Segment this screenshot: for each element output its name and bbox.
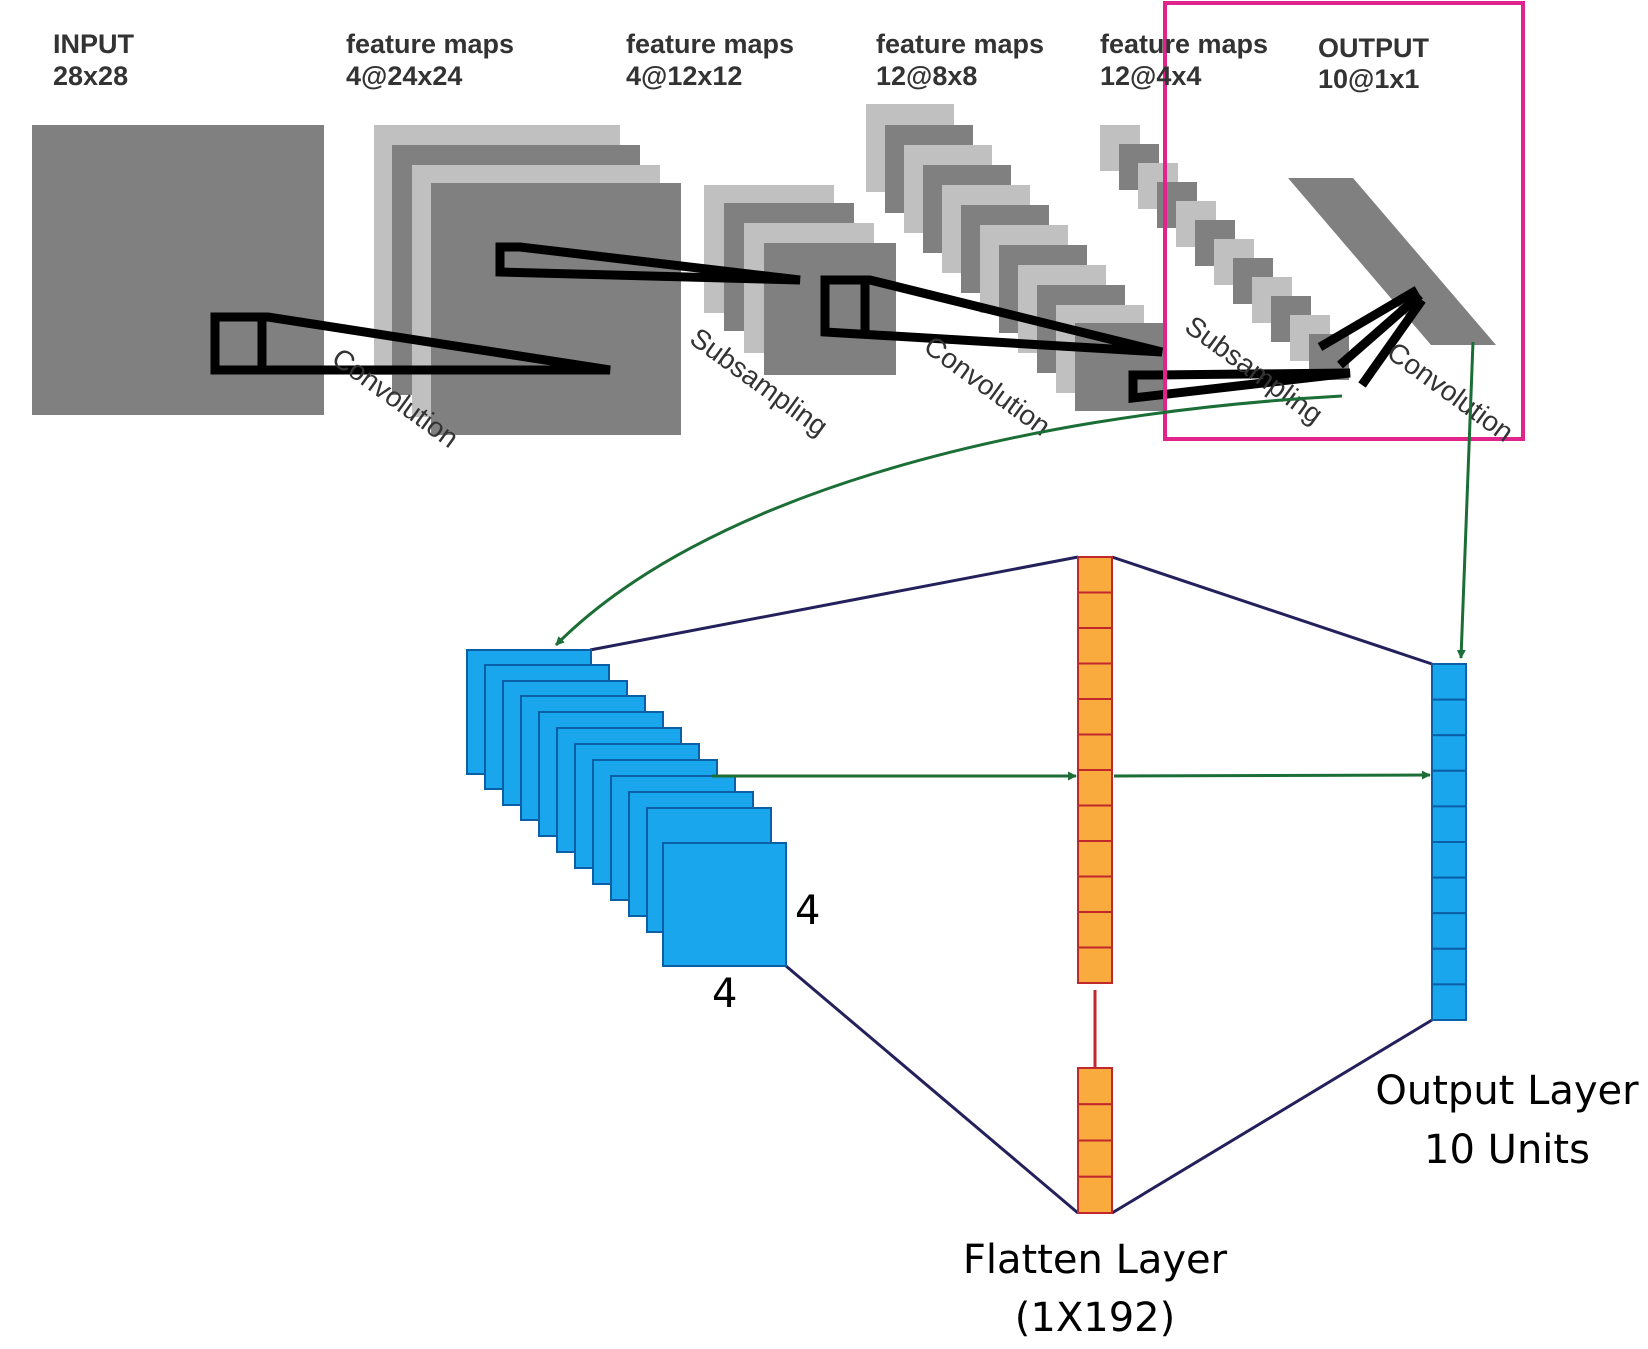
flatten-cell bbox=[1077, 1139, 1113, 1178]
label-fm1-title: feature maps bbox=[346, 29, 514, 59]
stack-sub1 bbox=[704, 185, 896, 375]
output-cell bbox=[1431, 876, 1467, 915]
output-units: 10 Units bbox=[1424, 1127, 1590, 1173]
flatten-cell bbox=[1077, 591, 1113, 629]
flatten-size: (1X192) bbox=[1015, 1295, 1175, 1341]
label-input-size: 28x28 bbox=[53, 61, 128, 91]
output-cell bbox=[1431, 912, 1467, 950]
flatten-cell bbox=[1077, 627, 1113, 665]
flatten-cell bbox=[1077, 769, 1113, 807]
flatten-cell bbox=[1077, 733, 1113, 771]
label-fm4-size: 12@4x4 bbox=[1100, 61, 1201, 91]
output-cell bbox=[1431, 769, 1467, 808]
flatten-caption: Flatten Layer (1X192) bbox=[963, 1237, 1228, 1341]
flatten-cell bbox=[1077, 840, 1113, 878]
output-cell bbox=[1431, 698, 1467, 737]
label-input-title: INPUT bbox=[53, 29, 135, 59]
label-fm3-title: feature maps bbox=[876, 29, 1044, 59]
label-fm2-size: 4@12x12 bbox=[626, 61, 742, 91]
conv-wedges bbox=[210, 242, 1426, 404]
flatten-cell bbox=[1077, 1103, 1113, 1142]
top-labels: INPUT 28x28 feature maps 4@24x24 feature… bbox=[53, 29, 1430, 94]
output-cell bbox=[1431, 841, 1467, 879]
connector-lines bbox=[589, 555, 1433, 1215]
op-convolution-3: Convolution bbox=[1381, 336, 1519, 448]
label-fm2-title: feature maps bbox=[626, 29, 794, 59]
output-cell bbox=[1431, 983, 1467, 1022]
flatten-cell bbox=[1077, 1067, 1113, 1106]
output-title: Output Layer bbox=[1375, 1068, 1639, 1114]
flatten-cell bbox=[1077, 1175, 1113, 1214]
output-cell bbox=[1431, 663, 1467, 701]
highlight-box bbox=[1163, 1, 1525, 441]
output-cell bbox=[1431, 947, 1467, 986]
flatten-cell bbox=[1077, 804, 1113, 842]
flatten-cell bbox=[1077, 911, 1113, 949]
dim-height-label: 4 bbox=[795, 888, 820, 934]
stack-sub2 bbox=[1100, 125, 1349, 380]
flatten-cell bbox=[1077, 698, 1113, 736]
output-strip bbox=[1288, 178, 1496, 345]
output-layer[interactable] bbox=[1431, 663, 1467, 1022]
blue-feature-stack[interactable] bbox=[466, 649, 787, 967]
flatten-title: Flatten Layer bbox=[963, 1237, 1228, 1283]
flatten-cell bbox=[1077, 875, 1113, 913]
flatten-cell bbox=[1077, 662, 1113, 700]
flatten-cell bbox=[1077, 946, 1113, 984]
flatten-layer[interactable] bbox=[1077, 556, 1113, 1214]
label-fm3-size: 12@8x8 bbox=[876, 61, 977, 91]
dim-width-label: 4 bbox=[712, 971, 737, 1017]
label-output-title: OUTPUT bbox=[1318, 33, 1430, 63]
output-cell bbox=[1431, 734, 1467, 772]
output-cell bbox=[1431, 805, 1467, 844]
label-fm1-size: 4@24x24 bbox=[346, 61, 462, 91]
label-fm4-title: feature maps bbox=[1100, 29, 1268, 59]
label-output-size: 10@1x1 bbox=[1318, 64, 1419, 94]
output-caption: Output Layer 10 Units bbox=[1375, 1068, 1639, 1173]
flatten-cell bbox=[1077, 556, 1113, 594]
green-arrows bbox=[554, 341, 1475, 781]
